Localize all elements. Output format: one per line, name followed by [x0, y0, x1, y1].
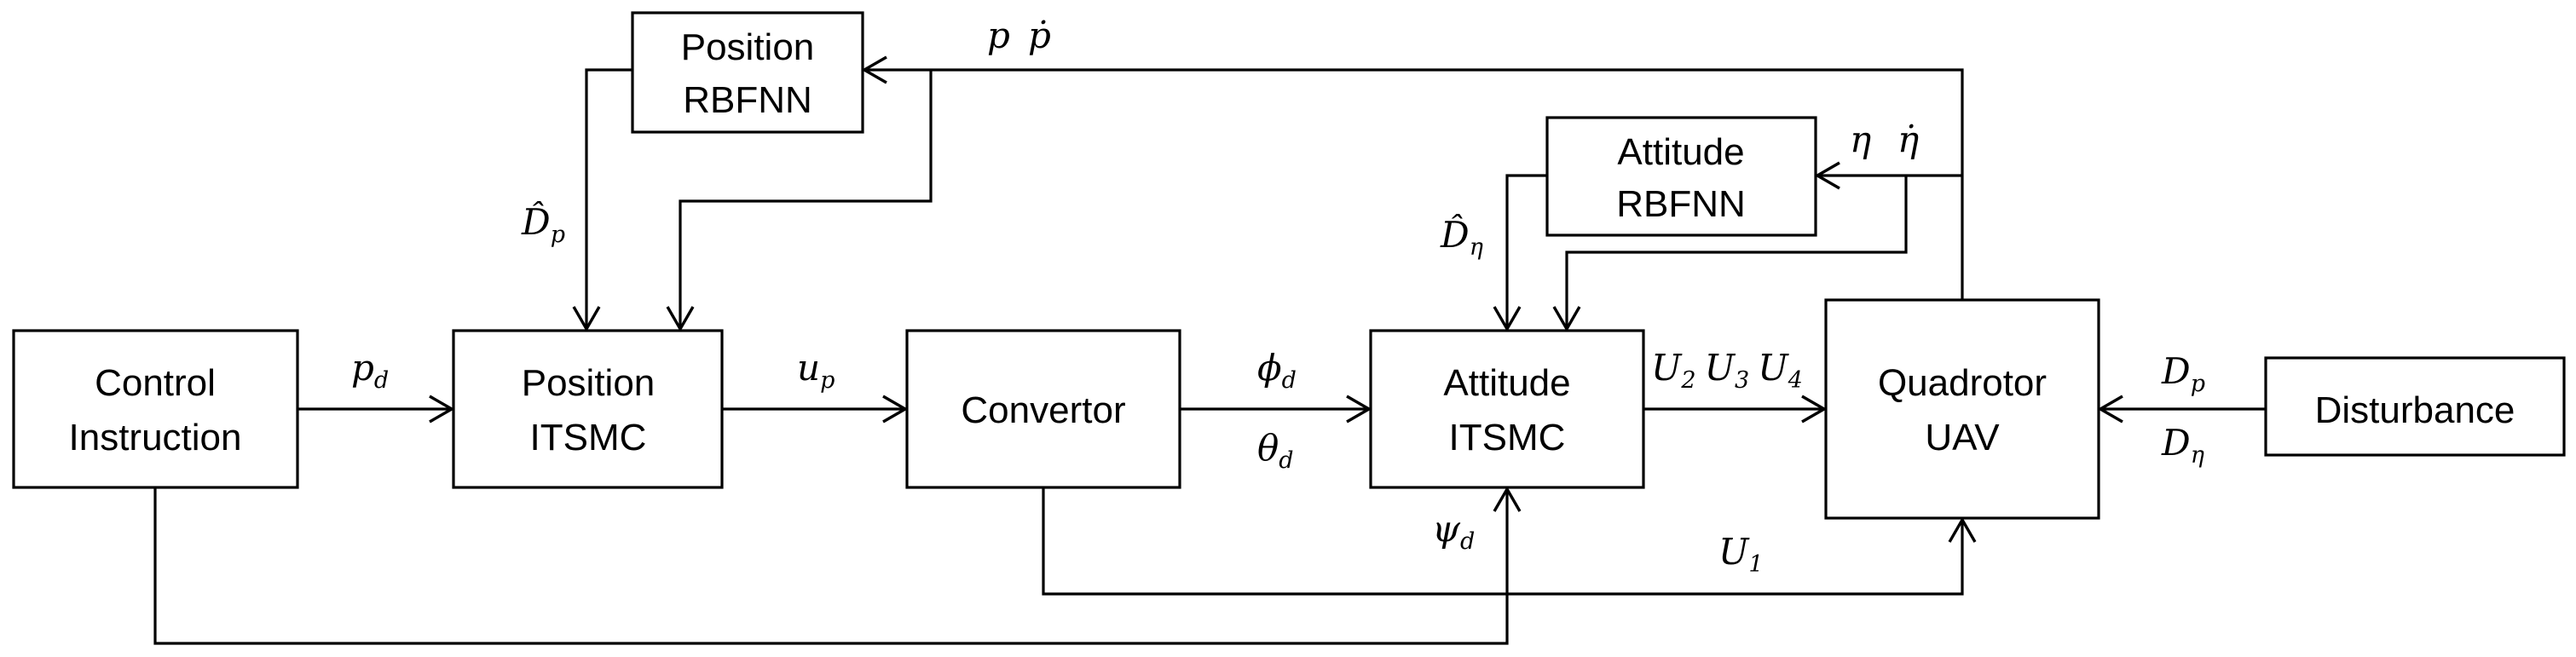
signal-up: up [797, 347, 835, 394]
attitude-rbfnn-label-line2: RBFNN [1616, 183, 1746, 225]
arrowhead-p-to-itsmc [666, 306, 695, 332]
signal-dhat-p: D̂p [521, 199, 565, 248]
signal-dist-p: Dp [2161, 350, 2205, 397]
signal-theta-d: θd [1257, 427, 1294, 474]
signal-p-dot: ṗ [1028, 14, 1051, 56]
position-rbfnn-label-line1: Position [681, 26, 815, 68]
position-itsmc-label-line2: ITSMC [530, 417, 647, 458]
signal-eta-dot: η̇ [1897, 118, 1919, 160]
disturbance-label: Disturbance [2315, 389, 2515, 431]
signal-psi-d: ψd [1432, 508, 1475, 555]
arrowhead-u234 [1801, 395, 1828, 424]
attitude-rbfnn-block: Attitude RBFNN [1545, 116, 1817, 237]
signal-u1: U1 [1718, 531, 1764, 578]
arrowhead-disturbance [2097, 395, 2123, 424]
attitude-rbfnn-label-line1: Attitude [1617, 131, 1744, 173]
quadrotor-uav-label-line2: UAV [1925, 417, 2000, 458]
wire-u1 [1042, 487, 1964, 596]
disturbance-block: Disturbance [2264, 356, 2566, 457]
control-instruction-block: Control Instruction [12, 329, 299, 489]
convertor-label: Convertor [961, 389, 1125, 431]
attitude-itsmc-block: Attitude ITSMC [1369, 329, 1645, 489]
arrowhead-phi-theta [1346, 395, 1372, 424]
wire-p-feedback [866, 68, 1964, 300]
quadrotor-uav-label-line1: Quadrotor [1878, 362, 2047, 404]
arrowhead-dhat-p [572, 306, 601, 332]
arrowhead-psi [1493, 486, 1522, 512]
arrowhead-p-feedback [861, 55, 887, 84]
signal-eta: η [1850, 118, 1871, 160]
signal-phi-d: ϕd [1257, 347, 1297, 394]
arrowhead-eta-to-itsmc [1552, 306, 1581, 332]
wire-eta-to-itsmc [1565, 176, 1908, 327]
arrowhead-up [882, 395, 909, 424]
signal-pd: pd [351, 347, 389, 394]
convertor-block: Convertor [905, 329, 1181, 489]
position-rbfnn-label-line2: RBFNN [683, 79, 812, 121]
position-itsmc-block: Position ITSMC [452, 329, 724, 489]
arrowhead-u1 [1948, 516, 1977, 543]
position-rbfnn-block: Position RBFNN [631, 11, 864, 134]
signal-dhat-eta: D̂η [1440, 212, 1483, 261]
wire-p-to-itsmc [679, 70, 933, 327]
arrowhead-pd [429, 395, 455, 424]
signal-dist-eta: Dη [2161, 422, 2204, 469]
attitude-itsmc-label-line1: Attitude [1443, 362, 1570, 404]
arrowhead-dhat-eta [1493, 306, 1522, 332]
arrowhead-eta-feedback [1814, 161, 1840, 190]
quadrotor-uav-block: Quadrotor UAV [1824, 298, 2100, 520]
position-itsmc-label-line1: Position [522, 362, 656, 404]
wire-dhat-p [585, 68, 632, 327]
signal-p: p [987, 14, 1010, 56]
wire-dhat-eta [1505, 174, 1547, 327]
connections [153, 55, 2266, 645]
control-instruction-label-line2: Instruction [69, 417, 242, 458]
control-instruction-label-line1: Control [95, 362, 216, 404]
attitude-itsmc-label-line2: ITSMC [1449, 417, 1566, 458]
wire-psi [153, 487, 1509, 645]
